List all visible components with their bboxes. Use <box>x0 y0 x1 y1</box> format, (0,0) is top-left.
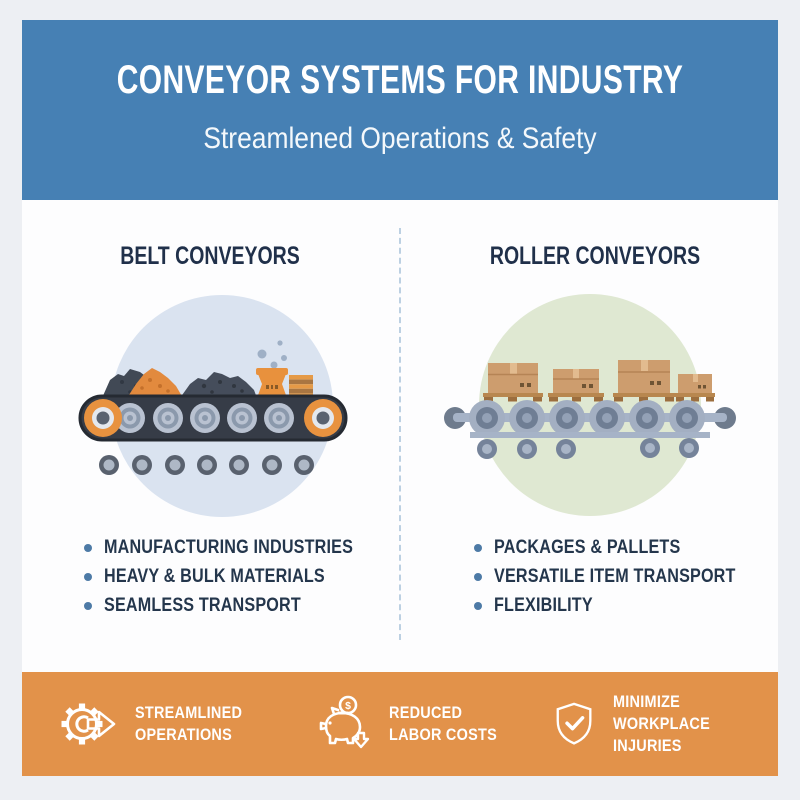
piggy-bank-icon: $ <box>319 695 370 749</box>
bullet-label: MANUFACTURING INDUSTRIES <box>104 536 354 558</box>
page-subtitle: Streamlened Operations & Safety <box>203 122 597 155</box>
bullet-dot <box>474 572 482 581</box>
header-banner: CONVEYOR SYSTEMS FOR INDUSTRY Streamlene… <box>22 20 778 200</box>
footer-label: MINIMIZE WORKPLACE INJURIES <box>612 691 710 756</box>
bullet-label: VERSATILE ITEM TRANSPORT <box>494 565 736 587</box>
footer-item-reduced-labor-costs: $ REDUCED LABOR COSTS <box>312 672 516 776</box>
list-item: FLEXIBILITY <box>474 591 754 620</box>
bullet-label: PACKAGES & PALLETS <box>494 536 681 558</box>
belt-conveyors-bullet-list: MANUFACTURING INDUSTRIES HEAVY & BULK MA… <box>84 533 364 620</box>
footer-label: REDUCED LABOR COSTS <box>389 702 497 744</box>
bullet-dot <box>84 601 92 610</box>
bullet-label: FLEXIBILITY <box>494 594 593 616</box>
bullet-label: SEAMLESS TRANSPORT <box>104 594 301 616</box>
bullet-dot <box>84 572 92 581</box>
list-item: SEAMLESS TRANSPORT <box>84 591 364 620</box>
svg-text:$: $ <box>345 700 351 712</box>
roller-conveyor-illustration <box>440 282 740 532</box>
list-item: PACKAGES & PALLETS <box>474 533 754 562</box>
shield-check-icon <box>556 702 592 745</box>
bullet-dot <box>474 601 482 610</box>
list-item: VERSATILE ITEM TRANSPORT <box>474 562 754 591</box>
column-divider <box>399 228 401 640</box>
belt-conveyors-heading: BELT CONVEYORS <box>120 242 300 270</box>
footer-banner: STREAMLINED OPERATIONS $ REDUCED LABOR C… <box>22 672 778 776</box>
comparison-panel: BELT CONVEYORS ROLLER CONVEYORS <box>22 200 778 672</box>
footer-label: STREAMLINED OPERATIONS <box>135 702 243 744</box>
list-item: MANUFACTURING INDUSTRIES <box>84 533 364 562</box>
footer-item-minimize-injuries: MINIMIZE WORKPLACE INJURIES <box>550 672 778 776</box>
bullet-dot <box>474 543 482 552</box>
list-item: HEAVY & BULK MATERIALS <box>84 562 364 591</box>
roller-conveyor-icon <box>444 294 736 516</box>
belt-conveyor-icon <box>78 295 348 517</box>
bullet-label: HEAVY & BULK MATERIALS <box>104 565 325 587</box>
bullet-dot <box>84 543 92 552</box>
footer-item-streamlined-operations: STREAMLINED OPERATIONS <box>58 672 261 776</box>
roller-conveyors-heading: ROLLER CONVEYORS <box>489 242 701 270</box>
belt-conveyor-illustration <box>72 282 372 532</box>
roller-conveyors-bullet-list: PACKAGES & PALLETS VERSATILE ITEM TRANSP… <box>474 533 754 620</box>
gear-arrow-icon <box>61 703 116 745</box>
page-title: CONVEYOR SYSTEMS FOR INDUSTRY <box>116 58 684 102</box>
